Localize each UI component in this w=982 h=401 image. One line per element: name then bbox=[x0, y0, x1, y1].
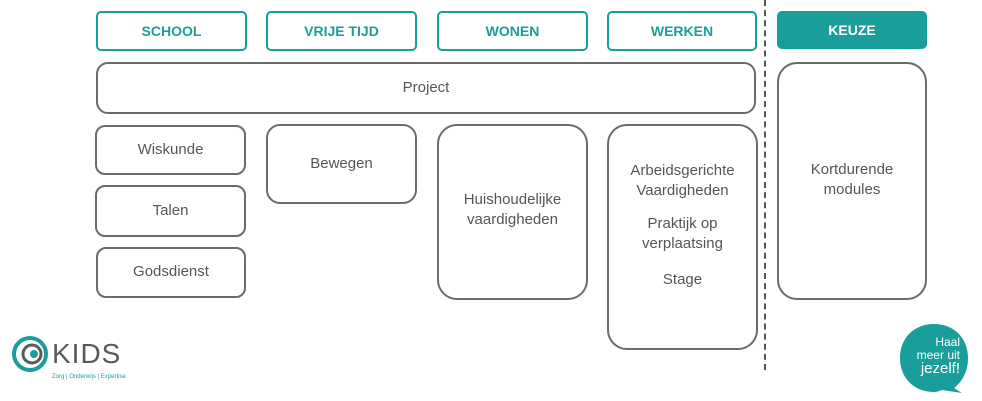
school-item-wiskunde: Wiskunde bbox=[95, 125, 246, 175]
header-keuze-label: KEUZE bbox=[828, 22, 876, 38]
school-item-talen: Talen bbox=[95, 185, 246, 237]
school-item-label: Wiskunde bbox=[137, 140, 204, 158]
kids-logo-icon bbox=[12, 336, 48, 372]
header-wonen-label: WONEN bbox=[485, 23, 540, 39]
slogan-line-3: jezelf! bbox=[920, 360, 960, 378]
school-item-label: Talen bbox=[152, 201, 189, 219]
header-vrije-tijd-label: VRIJE TIJD bbox=[304, 23, 379, 39]
slogan-text: Haal meer uit jezelf! bbox=[917, 336, 960, 377]
keuze-item-label: Kortdurende modules bbox=[810, 161, 894, 199]
header-vrije-tijd: VRIJE TIJD bbox=[266, 11, 417, 51]
wonen-item-label: Huishoudelijke vaardigheden bbox=[463, 191, 562, 229]
slogan-line-2: meer uit bbox=[916, 347, 960, 362]
vrije-tijd-item-bewegen: Bewegen bbox=[266, 124, 417, 204]
header-school-label: SCHOOL bbox=[141, 23, 202, 39]
werken-item-praktijk: Praktijk op verplaatsing bbox=[642, 214, 723, 252]
kids-logo-name: KIDS bbox=[52, 338, 122, 369]
project-label: Project bbox=[402, 78, 450, 96]
header-werken-label: WERKEN bbox=[650, 23, 714, 39]
speech-bubble-icon bbox=[900, 324, 968, 393]
section-divider bbox=[764, 0, 766, 370]
header-wonen: WONEN bbox=[437, 11, 588, 51]
slogan-line-1: Haal bbox=[935, 335, 960, 349]
header-school: SCHOOL bbox=[96, 11, 247, 51]
keuze-item-kortdurende: Kortdurende modules bbox=[777, 62, 927, 300]
wonen-item-huishoudelijke: Huishoudelijke vaardigheden bbox=[437, 124, 588, 300]
slogan-bubble: Haal meer uit jezelf! bbox=[898, 322, 970, 394]
kids-logo-tagline: Zorg | Onderwijs | Expertise bbox=[52, 374, 126, 380]
header-keuze: KEUZE bbox=[777, 11, 927, 49]
werken-item-stage: Stage bbox=[662, 271, 703, 288]
school-item-godsdienst: Godsdienst bbox=[96, 247, 246, 298]
werken-box: Arbeidsgerichte Vaardigheden Praktijk op… bbox=[607, 124, 758, 350]
kids-logo: KIDS Zorg | Onderwijs | Expertise bbox=[8, 334, 148, 384]
school-item-label: Godsdienst bbox=[133, 263, 209, 281]
header-werken: WERKEN bbox=[607, 11, 757, 51]
werken-item-arbeidsgerichte: Arbeidsgerichte Vaardigheden bbox=[630, 162, 735, 200]
vrije-tijd-item-label: Bewegen bbox=[310, 155, 373, 172]
project-box: Project bbox=[96, 62, 756, 114]
